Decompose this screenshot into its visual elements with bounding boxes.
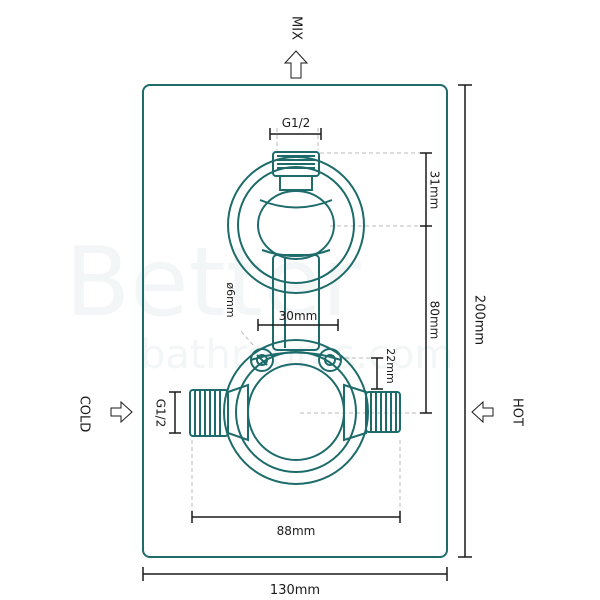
dim-200-label: 200mm [472,295,487,345]
watermark-line2: bathrooms.com [140,332,453,378]
dimension-lines [142,84,472,581]
top-thread [272,151,320,177]
mix-arrow-icon [283,50,309,79]
mix-label: MIX [289,16,304,40]
dim-88-label: 88mm [277,524,316,538]
dim-130-label: 130mm [270,583,320,598]
flow-arrows [110,50,494,424]
watermark-logo: Better bathrooms.com [65,228,453,378]
dim-80-label: 80mm [428,301,442,340]
valve-body [189,151,401,485]
hot-arrow-icon [471,400,494,424]
dim-30-label: 30mm [279,309,318,323]
riser-pipe [272,254,320,351]
right-thread [365,391,401,433]
cold-arrow-icon [110,400,133,424]
thread-top-label: G1/2 [282,116,311,130]
bottom-outer-ring [223,339,369,485]
watermark-line1: Better [65,228,362,338]
dim-6-label: ø6mm [224,282,237,317]
valve-faceplate [142,84,448,558]
dim-22-label: 22mm [384,348,397,383]
cold-label: COLD [77,396,92,433]
bottom-hub [247,363,345,461]
hot-label: HOT [510,398,525,426]
dim-31-label: 31mm [428,171,442,210]
guide-lines [191,128,428,520]
right-body [343,383,367,442]
thread-left-label: G1/2 [154,399,168,428]
